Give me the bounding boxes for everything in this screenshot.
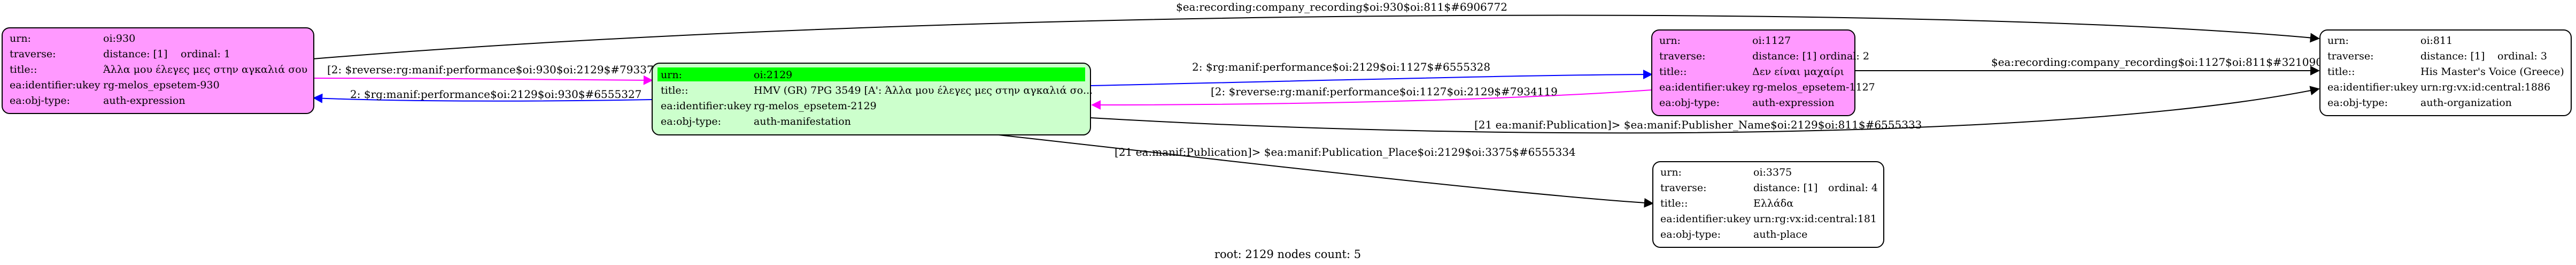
node-811-urn-key: urn: (2327, 35, 2349, 47)
edge-2129-to-3375-place[interactable] (988, 133, 1654, 208)
node-3375-traverse-ordinal: ordinal: 4 (1828, 182, 1878, 194)
node-oi-930[interactable]: urn: oi:930 traverse: distance: [1] ordi… (2, 27, 314, 114)
node-oi-811[interactable]: urn: oi:811 traverse: distance: [1] ordi… (2319, 29, 2572, 116)
node-3375-ukey-key: ea:identifier:ukey (1660, 213, 1751, 225)
node-1127-ukey-value: rg-melos_epsetem-1127 (1752, 81, 1875, 93)
edge-label-1127-to-2129-reverse: [2: $reverse:rg:manif:performance$oi:112… (1211, 85, 1558, 98)
node-oi-1127[interactable]: urn: oi:1127 traverse: distance: [1] ord… (1651, 29, 1875, 116)
node-2129-urn-value: oi:2129 (754, 69, 792, 81)
node-2129-ukey-value: rg-melos_epsetem-2129 (754, 100, 877, 112)
edge-label-2129-to-3375-place: [21 ea:manif:Publication]> $ea:manif:Pub… (1115, 146, 1576, 158)
node-1127-objtype-key: ea:obj-type: (1659, 97, 1720, 109)
node-3375-traverse-distance: distance: [1] (1753, 182, 1817, 194)
node-930-objtype-key: ea:obj-type: (10, 95, 70, 107)
node-930-ukey-key: ea:identifier:ukey (10, 79, 100, 91)
node-2129-title-value: HMV (GR) 7PG 3549 [A': Άλλα μου έλεγες μ… (754, 85, 1093, 96)
node-3375-objtype-value: auth-place (1753, 229, 1807, 240)
node-811-traverse-ordinal: ordinal: 3 (2497, 50, 2547, 62)
edge-930-to-2129-reverse[interactable] (312, 75, 653, 85)
edge-1127-to-2129-reverse[interactable] (1091, 89, 1652, 110)
node-811-traverse-key: traverse: (2327, 50, 2374, 62)
node-1127-ukey-key: ea:identifier:ukey (1659, 81, 1750, 93)
node-3375-traverse-key: traverse: (1660, 182, 1707, 194)
node-3375-box (1652, 161, 1884, 248)
node-2129-ukey-key: ea:identifier:ukey (661, 100, 752, 112)
node-930-urn-value: oi:930 (103, 33, 135, 44)
node-2129-header-highlight (657, 67, 1085, 81)
node-1127-traverse-distance: distance: [1] (1752, 50, 1816, 62)
node-3375-title-value: Ελλάδα (1753, 198, 1793, 209)
node-1127-title-key: title:: (1659, 66, 1687, 78)
edge-930-to-811[interactable] (312, 14, 2320, 59)
node-811-ukey-key: ea:identifier:ukey (2327, 81, 2418, 93)
node-811-box (2319, 29, 2572, 116)
node-3375-objtype-key: ea:obj-type: (1660, 229, 1721, 240)
node-oi-3375[interactable]: urn: oi:3375 traverse: distance: [1] ord… (1652, 161, 1884, 248)
node-811-ukey-value: urn:rg:vx:id:central:1886 (2420, 81, 2550, 93)
edge-2129-to-1127[interactable] (1090, 70, 1653, 86)
node-811-objtype-value: auth-organization (2420, 97, 2512, 109)
edge-2129-to-811-publisher[interactable] (1090, 86, 2320, 134)
node-930-title-key: title:: (10, 64, 37, 75)
node-811-objtype-key: ea:obj-type: (2327, 97, 2388, 109)
node-oi-2129[interactable]: urn: oi:2129 title:: HMV (GR) 7PG 3549 [… (652, 63, 1093, 135)
node-811-title-key: title:: (2327, 66, 2355, 78)
node-3375-ukey-value: urn:rg:vx:id:central:181 (1753, 213, 1877, 225)
node-1127-urn-key: urn: (1659, 35, 1681, 47)
graph-footer: root: 2129 nodes count: 5 (1214, 248, 1361, 261)
node-3375-urn-key: urn: (1660, 166, 1682, 178)
node-811-title-value: His Master's Voice (Greece) (2420, 66, 2564, 78)
node-1127-urn-value: oi:1127 (1752, 35, 1791, 47)
node-930-box (2, 27, 314, 114)
edge-label-2129-to-930: 2: $rg:manif:performance$oi:2129$oi:930$… (350, 88, 641, 101)
node-3375-title-key: title:: (1660, 198, 1688, 209)
node-811-traverse-distance: distance: [1] (2420, 50, 2485, 62)
node-2129-objtype-value: auth-manifestation (754, 116, 851, 127)
node-2129-objtype-key: ea:obj-type: (661, 116, 721, 127)
edge-2129-to-930[interactable] (313, 93, 653, 103)
node-930-traverse-distance: distance: [1] (103, 48, 167, 60)
edge-labels-layer: $ea:recording:company_recording$oi:930$o… (327, 1, 2330, 158)
node-3375-urn-value: oi:3375 (1753, 166, 1792, 178)
node-2129-urn-key: urn: (661, 69, 682, 81)
edge-label-930-to-811: $ea:recording:company_recording$oi:930$o… (1176, 1, 1507, 13)
edges-layer (312, 14, 2320, 208)
node-1127-objtype-value: auth-expression (1752, 97, 1835, 109)
node-930-traverse-key: traverse: (10, 48, 56, 60)
node-930-objtype-value: auth-expression (103, 95, 185, 107)
node-1127-traverse-ordinal: ordinal: 2 (1820, 50, 1869, 62)
edge-label-930-to-2129-reverse: [2: $reverse:rg:manif:performance$oi:930… (327, 63, 667, 76)
node-1127-title-value: Δεν είναι μαχαίρι (1752, 66, 1844, 78)
edge-label-1127-to-811: $ea:recording:company_recording$oi:1127$… (1991, 56, 2330, 69)
node-1127-box (1651, 29, 1855, 116)
node-1127-traverse-key: traverse: (1659, 50, 1706, 62)
node-930-title-value: Άλλα μου έλεγες μες στην αγκαλιά σου (103, 64, 307, 75)
node-930-urn-key: urn: (10, 33, 31, 44)
edge-label-2129-to-1127: 2: $rg:manif:performance$oi:2129$oi:1127… (1192, 60, 1490, 73)
edge-label-2129-to-811-publisher: [21 ea:manif:Publication]> $ea:manif:Pub… (1474, 118, 1922, 131)
node-930-traverse-ordinal: ordinal: 1 (181, 48, 230, 60)
node-930-ukey-value: rg-melos_epsetem-930 (103, 79, 220, 91)
node-811-urn-value: oi:811 (2420, 35, 2453, 47)
node-2129-title-key: title:: (661, 85, 688, 96)
